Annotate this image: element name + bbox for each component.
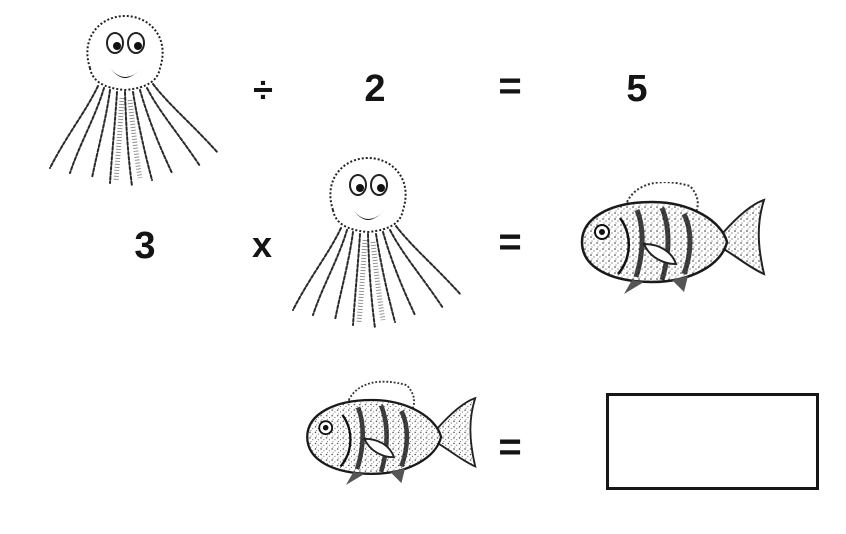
fish-icon <box>572 182 767 300</box>
equals-sign: = <box>498 220 522 264</box>
multiplier-number: 3 <box>134 225 156 267</box>
jellyfish-icon <box>40 8 230 193</box>
divide-sign: ÷ <box>253 69 273 110</box>
jellyfish-icon <box>283 150 473 335</box>
fish-icon <box>298 380 478 492</box>
equals-sign: = <box>498 425 522 469</box>
multiply-sign: x <box>251 224 273 265</box>
operand-number: 2 <box>364 68 386 110</box>
equals-sign: = <box>498 64 522 108</box>
result-number: 5 <box>626 68 648 110</box>
answer-box[interactable] <box>606 393 819 490</box>
